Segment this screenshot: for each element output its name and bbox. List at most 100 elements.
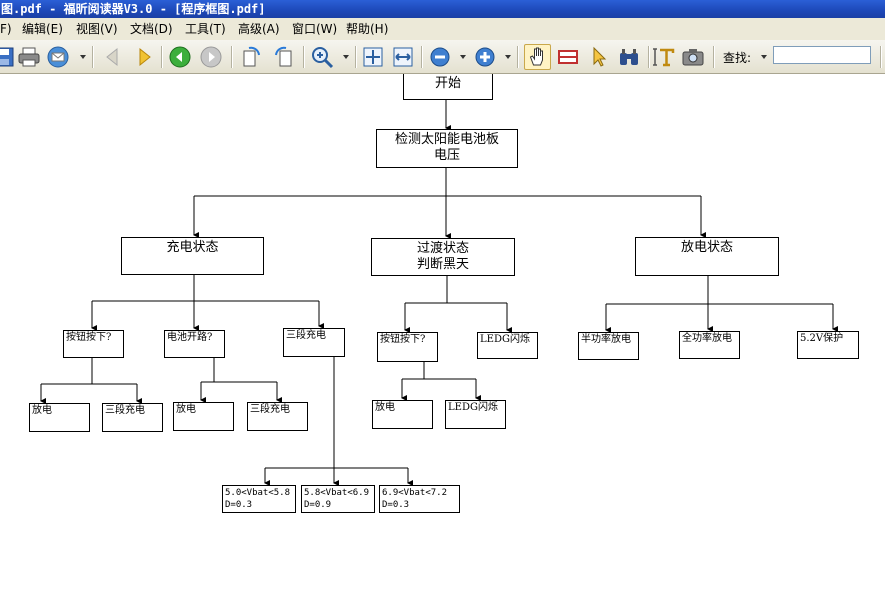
email-icon[interactable] — [46, 45, 70, 69]
charge-state-box: 充电状态 — [121, 237, 264, 275]
menu-edit[interactable]: 编辑(E) — [22, 22, 63, 36]
detect-voltage-line1: 检测太阳能电池板 — [394, 132, 499, 147]
toolbar-separator — [355, 46, 357, 68]
protection-label: 5.2V保护 — [800, 333, 844, 344]
start-box: 开始 — [403, 74, 493, 100]
hand-tool-button[interactable] — [524, 44, 551, 70]
voltage-range-label: 5.0<Vbat<5.8 — [225, 488, 291, 498]
ledg-flash-label: LEDG闪烁 — [448, 402, 498, 413]
three-stage-charge-label: 三段充电 — [105, 405, 145, 416]
zoom-in-circle-icon[interactable] — [473, 45, 497, 69]
battery-open-label: 电池开路? — [167, 332, 213, 343]
discharge-state-box: 放电状态 — [635, 237, 779, 276]
three-stage-charge-box: 三段充电 — [247, 402, 308, 431]
fit-page-icon[interactable] — [361, 45, 385, 69]
zoom-out-dropdown-icon[interactable] — [460, 55, 466, 59]
hand-icon — [529, 47, 543, 66]
toolbar-separator — [161, 46, 163, 68]
ledg-flash-label: LEDG闪烁 — [480, 334, 530, 345]
duty-cycle-label: D=0.3 — [225, 500, 253, 510]
flowchart-connectors — [40, 100, 838, 486]
save-icon[interactable] — [0, 45, 16, 69]
discharge-box: 放电 — [29, 403, 90, 432]
button-pressed-box: 按钮按下? — [377, 332, 438, 362]
snapshot-camera-icon[interactable] — [681, 45, 705, 69]
next-page-icon[interactable] — [132, 45, 156, 69]
toolbar-separator — [713, 46, 715, 68]
voltage-range-label: 5.8<Vbat<6.9 — [304, 488, 370, 498]
toolbar-separator — [880, 46, 882, 68]
menu-view[interactable]: 视图(V) — [76, 22, 118, 36]
transition-state-box: 过渡状态 判断黑天 — [371, 238, 515, 276]
zoom-in-icon[interactable] — [310, 45, 334, 69]
menu-advanced[interactable]: 高级(A) — [238, 22, 280, 36]
discharge-label: 放电 — [375, 402, 395, 413]
toolbar-separator — [303, 46, 305, 68]
voltage-range-box: 6.9<Vbat<7.2 D=0.3 — [379, 485, 460, 513]
zoom-dropdown-icon[interactable] — [343, 55, 349, 59]
full-power-discharge-label: 全功率放电 — [682, 333, 732, 344]
window-title-bar: 图.pdf - 福昕阅读器V3.0 - [程序框图.pdf] — [0, 0, 885, 18]
window-title: 图.pdf - 福昕阅读器V3.0 - [程序框图.pdf] — [1, 2, 266, 16]
duty-cycle-label: D=0.9 — [304, 500, 332, 510]
back-icon[interactable] — [168, 45, 192, 69]
toolbar-separator — [92, 46, 94, 68]
ledg-flash-box: LEDG闪烁 — [445, 400, 506, 429]
charge-state-label: 充电状态 — [166, 240, 219, 255]
toolbar-separator — [231, 46, 233, 68]
transition-state-line1: 过渡状态 — [416, 241, 469, 256]
voltage-range-box: 5.8<Vbat<6.9 D=0.9 — [301, 485, 375, 513]
button-pressed-label: 按钮按下? — [66, 332, 112, 343]
search-options-dropdown-icon[interactable] — [761, 55, 767, 59]
button-pressed-box: 按钮按下? — [63, 330, 124, 358]
rotate-left-icon[interactable] — [239, 45, 263, 69]
text-select-icon[interactable] — [652, 45, 676, 69]
menu-document[interactable]: 文档(D) — [130, 22, 173, 36]
email-dropdown-icon[interactable] — [80, 55, 86, 59]
menu-bar: F) 编辑(E) 视图(V) 文档(D) 工具(T) 高级(A) 窗口(W) 帮… — [0, 18, 885, 40]
half-power-discharge-box: 半功率放电 — [578, 332, 639, 360]
zoom-in-dropdown-icon[interactable] — [505, 55, 511, 59]
print-icon[interactable] — [17, 45, 41, 69]
half-power-discharge-label: 半功率放电 — [581, 334, 631, 345]
search-input[interactable] — [773, 46, 871, 64]
menu-file[interactable]: F) — [0, 22, 12, 36]
menu-help[interactable]: 帮助(H) — [346, 22, 389, 36]
toolbar: 查找: — [0, 40, 885, 74]
rotate-right-icon[interactable] — [272, 45, 296, 69]
menu-tools[interactable]: 工具(T) — [185, 22, 226, 36]
detect-voltage-box: 检测太阳能电池板 电压 — [376, 129, 518, 168]
button-pressed-label: 按钮按下? — [380, 334, 426, 345]
discharge-label: 放电 — [32, 405, 52, 416]
full-power-discharge-box: 全功率放电 — [679, 331, 740, 359]
menu-window[interactable]: 窗口(W) — [292, 22, 338, 36]
typewriter-icon[interactable] — [556, 45, 580, 69]
search-label: 查找: — [723, 51, 752, 65]
voltage-range-box: 5.0<Vbat<5.8 D=0.3 — [222, 485, 296, 513]
previous-page-icon[interactable] — [101, 45, 125, 69]
discharge-box: 放电 — [173, 402, 234, 431]
transition-state-line2: 判断黑天 — [416, 257, 469, 272]
three-stage-charge-box: 三段充电 — [283, 328, 345, 357]
three-stage-charge-label: 三段充电 — [250, 404, 290, 415]
binoculars-icon[interactable] — [617, 45, 641, 69]
voltage-range-label: 6.9<Vbat<7.2 — [382, 488, 448, 498]
select-arrow-icon[interactable] — [587, 45, 611, 69]
protection-box: 5.2V保护 — [797, 331, 859, 359]
detect-voltage-line2: 电压 — [433, 148, 460, 163]
zoom-out-icon[interactable] — [428, 45, 452, 69]
ledg-flash-box: LEDG闪烁 — [477, 332, 538, 359]
battery-open-box: 电池开路? — [164, 330, 225, 358]
discharge-box: 放电 — [372, 400, 433, 429]
duty-cycle-label: D=0.3 — [382, 500, 410, 510]
toolbar-separator — [517, 46, 519, 68]
fit-width-icon[interactable] — [391, 45, 415, 69]
document-page[interactable]: 开始 检测太阳能电池板 电压 充电状态 过渡状态 判断黑天 放电状态 按钮按下?… — [0, 74, 885, 600]
discharge-state-label: 放电状态 — [680, 240, 733, 255]
discharge-label: 放电 — [176, 404, 196, 415]
forward-icon[interactable] — [199, 45, 223, 69]
three-stage-charge-label: 三段充电 — [286, 330, 326, 341]
start-label: 开始 — [434, 76, 461, 91]
three-stage-charge-box: 三段充电 — [102, 403, 163, 432]
toolbar-separator — [648, 46, 650, 68]
